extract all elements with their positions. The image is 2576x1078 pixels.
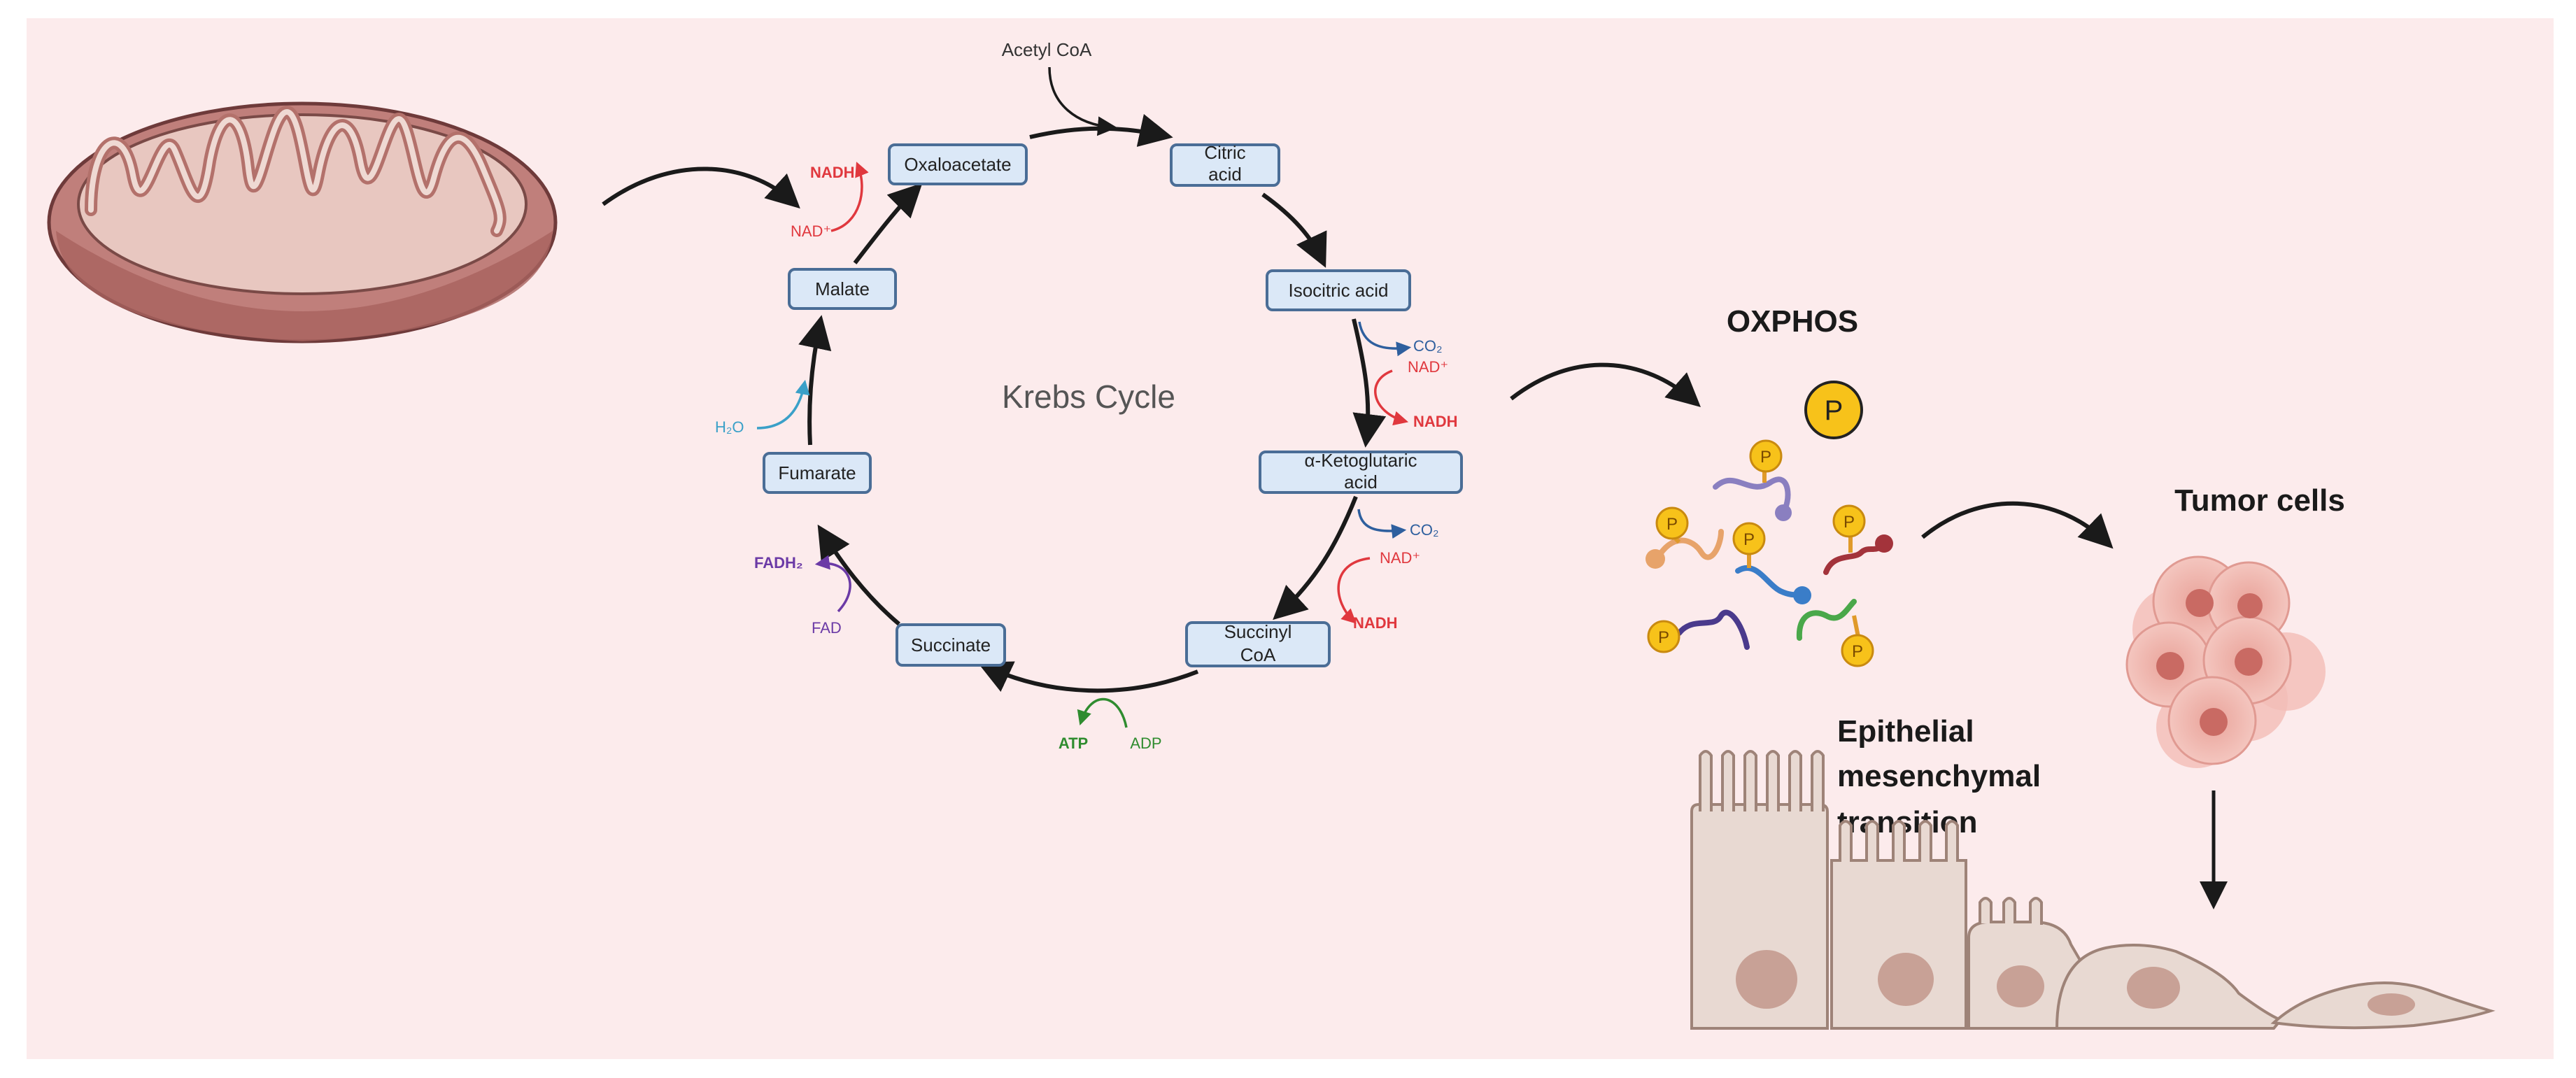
svg-text:acid: acid — [1208, 164, 1242, 185]
nad-plus-akg-label: NAD⁺ — [1380, 549, 1420, 567]
node-malate: Malate — [788, 268, 897, 310]
nadh-malate-label: NADH — [810, 164, 855, 181]
svg-text:Fumarate: Fumarate — [778, 462, 856, 483]
co2-akg-label: CO₂ — [1410, 521, 1439, 539]
arrow-cycle-to-oxphos — [1510, 362, 1701, 407]
arrow-oxphos-to-tumor — [1921, 501, 2114, 549]
arrow-malate-nadh — [830, 162, 869, 232]
node-citric-acid: Citric acid — [1170, 142, 1280, 187]
svg-text:Succinyl: Succinyl — [1224, 621, 1292, 642]
nadh-isocitric-label: NADH — [1413, 413, 1458, 430]
arrow-isocitric-akg — [1352, 318, 1387, 448]
svg-text:α-Ketoglutaric: α-Ketoglutaric — [1305, 450, 1417, 471]
arrow-h2o — [756, 379, 810, 430]
svg-text:Malate: Malate — [815, 278, 870, 299]
fad-label: FAD — [812, 619, 842, 637]
atp-label: ATP — [1059, 735, 1088, 752]
mitochondrion-icon — [47, 101, 558, 343]
node-fumarate: Fumarate — [763, 452, 872, 494]
phosphorylated-protein-4: P — [1823, 504, 1893, 575]
svg-text:P: P — [1825, 395, 1843, 426]
arrow-isocitric-co2 — [1358, 321, 1412, 357]
svg-text:P: P — [1760, 448, 1771, 467]
epithelial-cells-icon — [1690, 750, 2496, 1030]
phosphate-icon: P — [1804, 381, 1863, 439]
krebs-cycle-title: Krebs Cycle — [1002, 378, 1175, 415]
arrow-fumarate-malate — [798, 315, 832, 446]
co2-isocitric-label: CO₂ — [1413, 337, 1443, 355]
phosphorylated-protein-1: P — [1713, 439, 1792, 521]
arrow-succinyl-succinate — [977, 661, 1199, 693]
tumor-cells-label: Tumor cells — [2174, 483, 2345, 518]
arrow-malate-oxaloacetate — [853, 183, 923, 264]
adp-label: ADP — [1130, 735, 1161, 752]
svg-text:mesenchymal: mesenchymal — [1837, 759, 2041, 793]
svg-text:Citric: Citric — [1204, 142, 1245, 163]
arrow-isocitric-nadh — [1374, 369, 1409, 426]
phosphorylated-protein-2: P — [1646, 506, 1724, 569]
arrow-fad-fadh2 — [814, 555, 851, 613]
nad-plus-isocitric-label: NAD⁺ — [1408, 358, 1448, 376]
arrow-adp-atp — [1077, 697, 1128, 728]
svg-text:Oxaloacetate: Oxaloacetate — [904, 154, 1011, 175]
arrow-citric-isocitric — [1261, 192, 1327, 268]
node-succinyl-coa: Succinyl CoA — [1185, 621, 1331, 667]
svg-text:P: P — [1743, 530, 1755, 549]
node-succinate: Succinate — [896, 623, 1006, 667]
node-alpha-ketoglutaric-acid: α-Ketoglutaric acid — [1259, 450, 1463, 494]
svg-text:P: P — [1843, 513, 1855, 532]
node-oxaloacetate: Oxaloacetate — [888, 143, 1028, 185]
phosphorylated-protein-6: P — [1796, 599, 1874, 667]
svg-text:Epithelial: Epithelial — [1837, 714, 1974, 749]
phosphorylated-protein-5: P — [1647, 609, 1750, 653]
oxphos-label: OXPHOS — [1727, 304, 1858, 339]
svg-text:P: P — [1852, 642, 1863, 661]
acetyl-coa-label: Acetyl CoA — [1002, 39, 1092, 60]
arrow-akg-nadh — [1337, 557, 1371, 624]
arrow-succinate-fumarate — [817, 524, 900, 626]
fadh2-label: FADH₂ — [754, 554, 803, 572]
svg-text:P: P — [1658, 628, 1669, 647]
svg-text:acid: acid — [1344, 471, 1378, 492]
svg-text:CoA: CoA — [1240, 644, 1276, 665]
arrow-acetyl-coa — [1048, 66, 1117, 136]
arrow-akg-succinyl — [1273, 495, 1358, 620]
nad-plus-malate-label: NAD⁺ — [791, 222, 831, 240]
svg-text:Succinate: Succinate — [911, 634, 991, 655]
h2o-label: H₂O — [715, 418, 744, 436]
phosphorylated-protein-3: P — [1732, 522, 1811, 604]
arrow-mito-to-cycle — [602, 166, 800, 209]
arrow-akg-co2 — [1357, 509, 1407, 539]
node-isocitric-acid: Isocitric acid — [1266, 269, 1411, 311]
svg-text:P: P — [1666, 515, 1678, 534]
tumor-cells-icon — [2125, 555, 2326, 768]
svg-text:Isocitric acid: Isocitric acid — [1288, 280, 1388, 301]
nadh-akg-label: NADH — [1353, 614, 1398, 632]
